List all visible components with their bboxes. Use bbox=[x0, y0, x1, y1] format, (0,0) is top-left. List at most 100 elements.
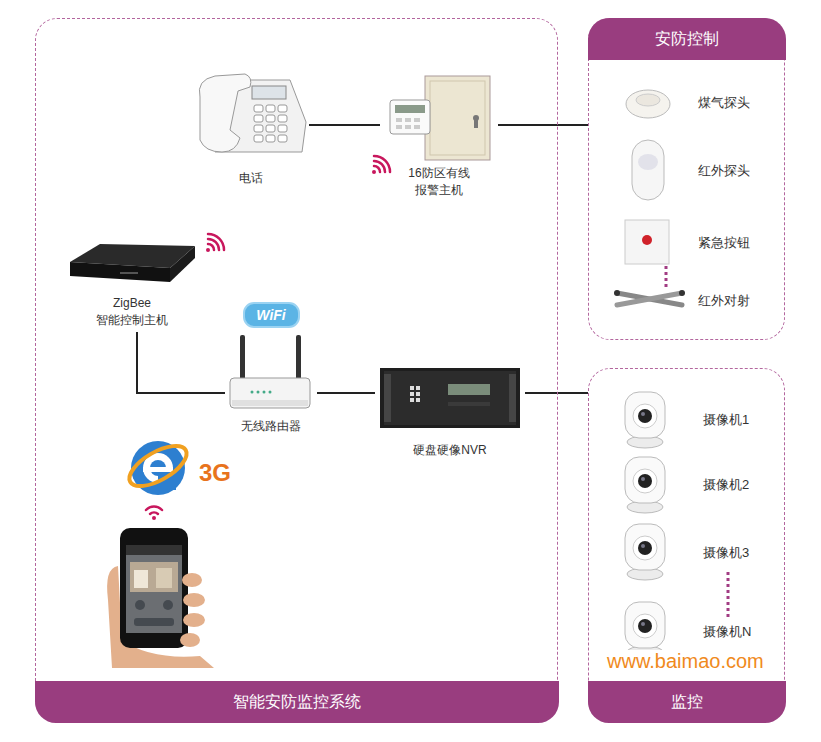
alarm-host-icon bbox=[395, 105, 425, 113]
device-label: 摄像机2 bbox=[703, 476, 749, 494]
smartphone-hand bbox=[182, 573, 202, 587]
alarm-host-icon bbox=[396, 118, 402, 122]
zigbee-host-device: ZigBee 智能控制主机 bbox=[62, 236, 202, 332]
signal-icon bbox=[146, 507, 162, 520]
smartphone-hand bbox=[126, 545, 182, 633]
dotted-continuation bbox=[665, 266, 668, 288]
beam-detector-icon bbox=[617, 293, 682, 305]
device-label: 硬盘硬像NVR bbox=[413, 442, 486, 459]
telephone-icon bbox=[266, 135, 275, 142]
emergency-button-icon bbox=[625, 220, 669, 264]
monitor-panel: 监控摄像机1摄像机2摄像机3摄像机N bbox=[588, 368, 785, 722]
nvr-icon bbox=[416, 392, 420, 396]
smartphone-hand bbox=[163, 600, 173, 610]
beam-detector-icon bbox=[679, 290, 685, 296]
connector-line bbox=[317, 392, 375, 394]
device-label: 煤气探头 bbox=[698, 94, 750, 112]
smartphone-hand bbox=[180, 633, 200, 647]
alarm-host-icon bbox=[474, 118, 478, 128]
telephone-icon bbox=[254, 125, 263, 132]
signal-icon bbox=[150, 512, 158, 514]
nvr-icon bbox=[448, 402, 490, 406]
smartphone-hand bbox=[134, 600, 174, 626]
router-icon bbox=[296, 335, 301, 381]
camera-icon bbox=[625, 457, 665, 513]
camera-icon bbox=[625, 524, 665, 580]
dotted-continuation bbox=[666, 266, 728, 620]
smartphone-hand bbox=[183, 613, 205, 627]
device-label: 紧急按钮 bbox=[698, 234, 750, 252]
sensor-item: 煤气探头 bbox=[615, 78, 770, 128]
alarm-host-icon bbox=[390, 100, 430, 134]
beam-detector-icon bbox=[614, 290, 620, 296]
telephone-icon bbox=[278, 125, 287, 132]
telephone-icon bbox=[254, 105, 263, 112]
signal-icon bbox=[372, 170, 376, 174]
camera-icon bbox=[625, 392, 665, 448]
telephone-icon bbox=[266, 125, 275, 132]
sensor-item: 红外探头 bbox=[615, 140, 770, 202]
sensor-item: 红外对射 bbox=[612, 284, 772, 318]
infrared-detector-icon bbox=[632, 140, 664, 200]
nvr-icon bbox=[410, 392, 414, 396]
signal-icon bbox=[208, 239, 219, 250]
panel-title: 智能安防监控系统 bbox=[35, 681, 559, 723]
connector-line bbox=[309, 124, 380, 126]
camera-item: 摄像机1 bbox=[612, 389, 777, 451]
camera-icon bbox=[625, 602, 665, 658]
nvr-icon bbox=[448, 384, 490, 395]
smartphone-hand bbox=[135, 600, 145, 610]
signal-icon bbox=[206, 248, 210, 252]
device-label: ZigBee 智能控制主机 bbox=[96, 295, 168, 329]
router-icon bbox=[263, 391, 266, 394]
nvr-icon bbox=[416, 398, 420, 402]
browser-logo bbox=[123, 438, 192, 494]
telephone-icon bbox=[266, 105, 275, 112]
signal-icon bbox=[152, 516, 156, 520]
device-label: 摄像机1 bbox=[703, 411, 749, 429]
router-icon bbox=[257, 391, 260, 394]
nvr-icon bbox=[509, 374, 516, 422]
camera-item: 摄像机2 bbox=[612, 454, 777, 516]
alarm-host-icon bbox=[414, 125, 420, 129]
nvr-icon bbox=[416, 386, 420, 390]
wifi-label: WiFi bbox=[256, 307, 285, 323]
alarm-host-icon bbox=[425, 76, 490, 160]
system-panel: 智能安防监控系统电话16防区有线 报警主机ZigBee 智能控制主机无线路由器硬… bbox=[35, 18, 558, 722]
signal-icon bbox=[208, 234, 224, 250]
router-icon bbox=[232, 400, 308, 406]
zigbee-host-icon bbox=[70, 244, 195, 282]
zigbee-host-icon bbox=[170, 246, 195, 282]
emergency-button-icon bbox=[625, 220, 669, 264]
device-label: 摄像机3 bbox=[703, 544, 749, 562]
device-label: 16防区有线 报警主机 bbox=[408, 165, 469, 199]
wifi-logo bbox=[244, 303, 299, 327]
signal-icon bbox=[146, 507, 162, 510]
signal-icon bbox=[374, 161, 385, 172]
camera-item: 摄像机3 bbox=[612, 522, 777, 584]
router-device: 无线路由器 bbox=[225, 332, 317, 438]
security-panel: 安防控制煤气探头红外探头紧急按钮红外对射 bbox=[588, 18, 785, 340]
alarm-host-icon bbox=[405, 118, 411, 122]
device-label: 红外对射 bbox=[698, 292, 750, 310]
watermark: www.baimao.com bbox=[605, 650, 766, 673]
telephone-icon bbox=[278, 115, 287, 122]
router-icon bbox=[240, 335, 245, 381]
infrared-detector-icon bbox=[632, 140, 664, 200]
device-label: 无线路由器 bbox=[241, 418, 301, 435]
connector-line bbox=[498, 124, 588, 126]
alarm-host-icon bbox=[396, 118, 420, 129]
browser-logo bbox=[143, 467, 173, 472]
nvr-icon bbox=[410, 386, 414, 390]
nvr-icon bbox=[410, 386, 420, 402]
router-icon bbox=[251, 391, 272, 394]
router-icon bbox=[269, 391, 272, 394]
smartphone-hand bbox=[130, 562, 178, 592]
alarm-host-icon bbox=[405, 125, 411, 129]
device-label: 红外探头 bbox=[698, 162, 750, 180]
zigbee-host-icon bbox=[120, 272, 138, 274]
telephone-icon bbox=[254, 115, 263, 122]
signal-icon bbox=[206, 234, 224, 252]
signal-icon bbox=[374, 156, 390, 172]
